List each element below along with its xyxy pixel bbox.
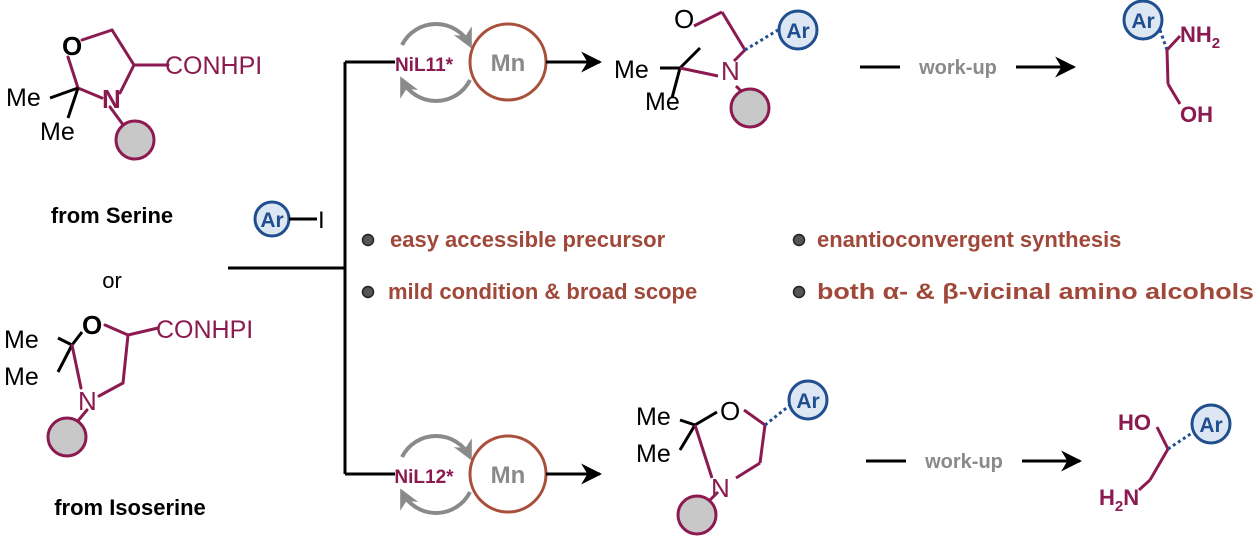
top-final-ar-label: Ar [1131,10,1154,33]
bottom-product: O N Me Me Ar [636,379,829,536]
feature-item-3: mild condition & broad scope [361,279,697,304]
feature-item-1: easy accessible precursor [361,227,666,252]
top-final-hydroxyl-label: OH [1180,102,1213,127]
branch-lines [228,60,395,476]
top-workup-label: work-up [918,57,997,79]
top-catalyst-label: NiL11* [395,55,454,76]
serine-n-substituent [114,119,156,161]
bottom-final-stereo-bond [1167,431,1193,451]
bottom-final-product: HO Ar H2N [1099,403,1232,515]
serine-ring-bonds [66,28,170,132]
top-final-amine-label: NH2 [1180,22,1220,52]
isoserine-oxygen-label: O [82,310,102,340]
top-product-ar-circle [777,9,819,51]
isoserine-bond-c2-o [70,331,84,346]
bottom-product-bond-c2-o [694,410,718,427]
top-product-oxygen-label: O [674,4,694,34]
top-product: O N Me Me Ar [614,4,819,129]
feature-text-1: easy accessible precursor [390,227,666,252]
serine-conhpi-label: CONHPI [165,52,262,80]
isoserine-substrate: O N Me Me CONHPI from Isoserine [4,310,253,520]
serine-substrate: O N Me Me CONHPI from Serine [6,28,262,228]
isoserine-methyl-label-2: Me [4,363,39,391]
bottom-final-ar-label: Ar [1199,414,1222,437]
bullet-icon [792,233,806,247]
bottom-catalyst-label: NiL12* [394,467,454,488]
bottom-reductant-label: Mn [491,462,526,489]
feature-item-4: both α- & β-vicinal amino alcohols [792,279,1254,304]
top-product-n-substituent [729,87,771,129]
top-final-stereo-bond [1158,29,1169,51]
feature-list: easy accessible precursor enantioconverg… [361,227,1254,304]
bullet-icon [361,285,375,299]
isoserine-caption: from Isoserine [54,495,206,520]
top-product-ar-label: Ar [786,20,809,43]
isoserine-me-bond-1 [57,336,73,347]
isoserine-methyl-label-1: Me [4,326,39,354]
serine-methyl-label-2: Me [40,118,75,146]
isoserine-me-bond-2 [56,344,74,373]
top-final-ar-circle [1122,0,1164,41]
bottom-product-me-bond-1 [679,418,696,427]
reagent-iodine-label: I [318,207,325,234]
bottom-final-amine-label: H2N [1099,485,1139,515]
feature-text-4: both α- & β-vicinal amino alcohols [817,279,1254,304]
top-final-bonds [1165,34,1182,105]
bottom-product-nitrogen-label: N [711,473,730,503]
bottom-product-methyl-label-1: Me [636,403,671,431]
bottom-product-n-substituent [676,494,718,536]
top-catalytic-cycle: NiL11* Mn [395,22,603,103]
bottom-cycle-arrow-lower [400,488,472,515]
isoserine-n-substituent [46,416,88,458]
top-product-methyl-label-1: Me [614,56,649,84]
serine-methyl-label-1: Me [6,84,41,112]
feature-text-3: mild condition & broad scope [388,279,697,304]
serine-caption: from Serine [51,203,173,228]
bottom-final-hydroxyl-label: HO [1118,410,1151,435]
or-label: or [102,268,122,293]
serine-nitrogen-label: N [102,84,121,114]
top-product-me-bond-2 [670,67,682,99]
feature-text-2: enantioconvergent synthesis [817,227,1121,252]
aryl-iodide-reagent: Ar I [253,200,325,238]
bottom-product-me-bond-2 [678,424,697,451]
top-product-methyl-label-2: Me [645,88,680,116]
bottom-workup-label: work-up [924,451,1003,473]
serine-oxygen-label: O [62,31,82,61]
top-workup-step: work-up [860,56,1077,79]
isoserine-conhpi-label: CONHPI [156,316,253,344]
top-product-nitrogen-label: N [721,56,740,86]
bullet-icon [361,233,375,247]
bottom-product-oxygen-label: O [720,396,740,426]
bottom-final-bonds [1137,426,1170,492]
top-cycle-arrow-lower [400,76,472,103]
reagent-ar-label: Ar [260,209,283,232]
feature-item-2: enantioconvergent synthesis [792,227,1121,252]
top-product-bond-o-c2 [678,46,702,70]
top-reductant-label: Mn [491,50,526,77]
bottom-product-methyl-label-2: Me [636,440,671,468]
bottom-cycle-arrow-upper [400,434,472,461]
top-product-stereo-bond [744,28,779,52]
serine-me-bond-1 [49,86,79,100]
bottom-product-stereo-bond [764,404,790,427]
top-cycle-arrow-upper [400,22,472,49]
top-final-product: Ar NH2 OH [1122,0,1220,127]
bottom-product-ar-label: Ar [796,390,819,413]
bottom-final-ar-circle [1190,403,1232,445]
serine-me-bond-2 [66,87,80,119]
bullet-icon [792,285,806,299]
bottom-workup-step: work-up [866,450,1083,473]
bottom-product-ar-circle [787,379,829,421]
isoserine-nitrogen-label: N [78,386,97,416]
bottom-catalytic-cycle: NiL12* Mn [394,434,603,515]
